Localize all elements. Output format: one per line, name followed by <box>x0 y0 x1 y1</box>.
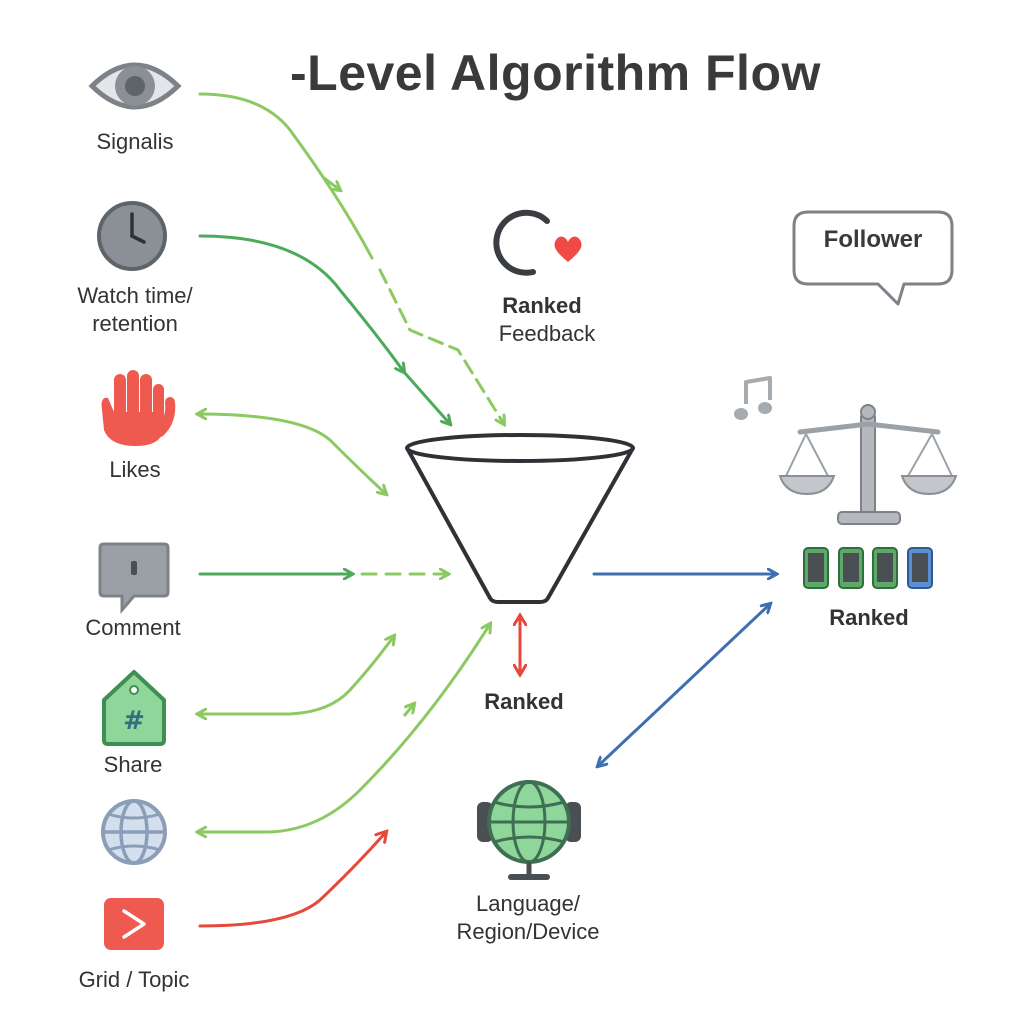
arrow-globe-tick <box>402 704 414 717</box>
svg-text:#: # <box>123 706 145 736</box>
comment-label: Comment <box>85 615 181 640</box>
share-label: Share <box>103 752 163 777</box>
context-label-line1: Language/ <box>476 891 580 916</box>
context-label-line2: Region/Device <box>456 919 600 944</box>
page-title: -Level Algorithm Flow <box>290 45 821 101</box>
arrow-signals-to-funnel-head <box>323 176 340 190</box>
feedback-label-bold: Ranked <box>502 293 582 318</box>
globe-icon <box>101 799 167 865</box>
ring-heart-icon <box>493 209 582 276</box>
phones-icon <box>803 547 933 589</box>
feedback-label: Feedback <box>498 321 596 346</box>
eye-icon <box>88 62 182 110</box>
arrow-output-context <box>598 604 770 766</box>
arrow-watchtime-continue <box>402 370 450 424</box>
hand-icon <box>101 370 176 446</box>
arrow-signals-to-funnel <box>198 92 374 260</box>
funnel-ranked-label: Ranked <box>484 689 564 714</box>
arrow-grid-topic <box>198 832 386 928</box>
watch-time-label-line1: Watch time/ <box>77 283 193 308</box>
output-ranked-label: Ranked <box>829 605 909 630</box>
arrow-likes <box>198 414 386 494</box>
likes-label: Likes <box>109 457 161 482</box>
play-icon <box>104 898 164 950</box>
arrow-share <box>198 636 394 714</box>
grid-topic-label: Grid / Topic <box>78 967 190 992</box>
arrow-signals-continue <box>378 268 504 424</box>
scale-icon <box>778 404 958 525</box>
arrow-globe <box>198 624 490 832</box>
clock-icon <box>97 201 167 271</box>
globe-monitor-icon <box>477 780 581 880</box>
music-note-icon <box>734 376 772 420</box>
follower-bubble-text: Follower <box>823 226 923 253</box>
comment-icon <box>98 542 170 615</box>
signals-label: Signalis <box>96 129 174 154</box>
follower-bubble <box>792 210 954 306</box>
hashtag-tag-icon: # <box>102 670 166 746</box>
watch-time-label-line2: retention <box>92 311 178 336</box>
funnel-icon <box>405 433 635 604</box>
arrow-watchtime-to-funnel <box>198 234 404 372</box>
